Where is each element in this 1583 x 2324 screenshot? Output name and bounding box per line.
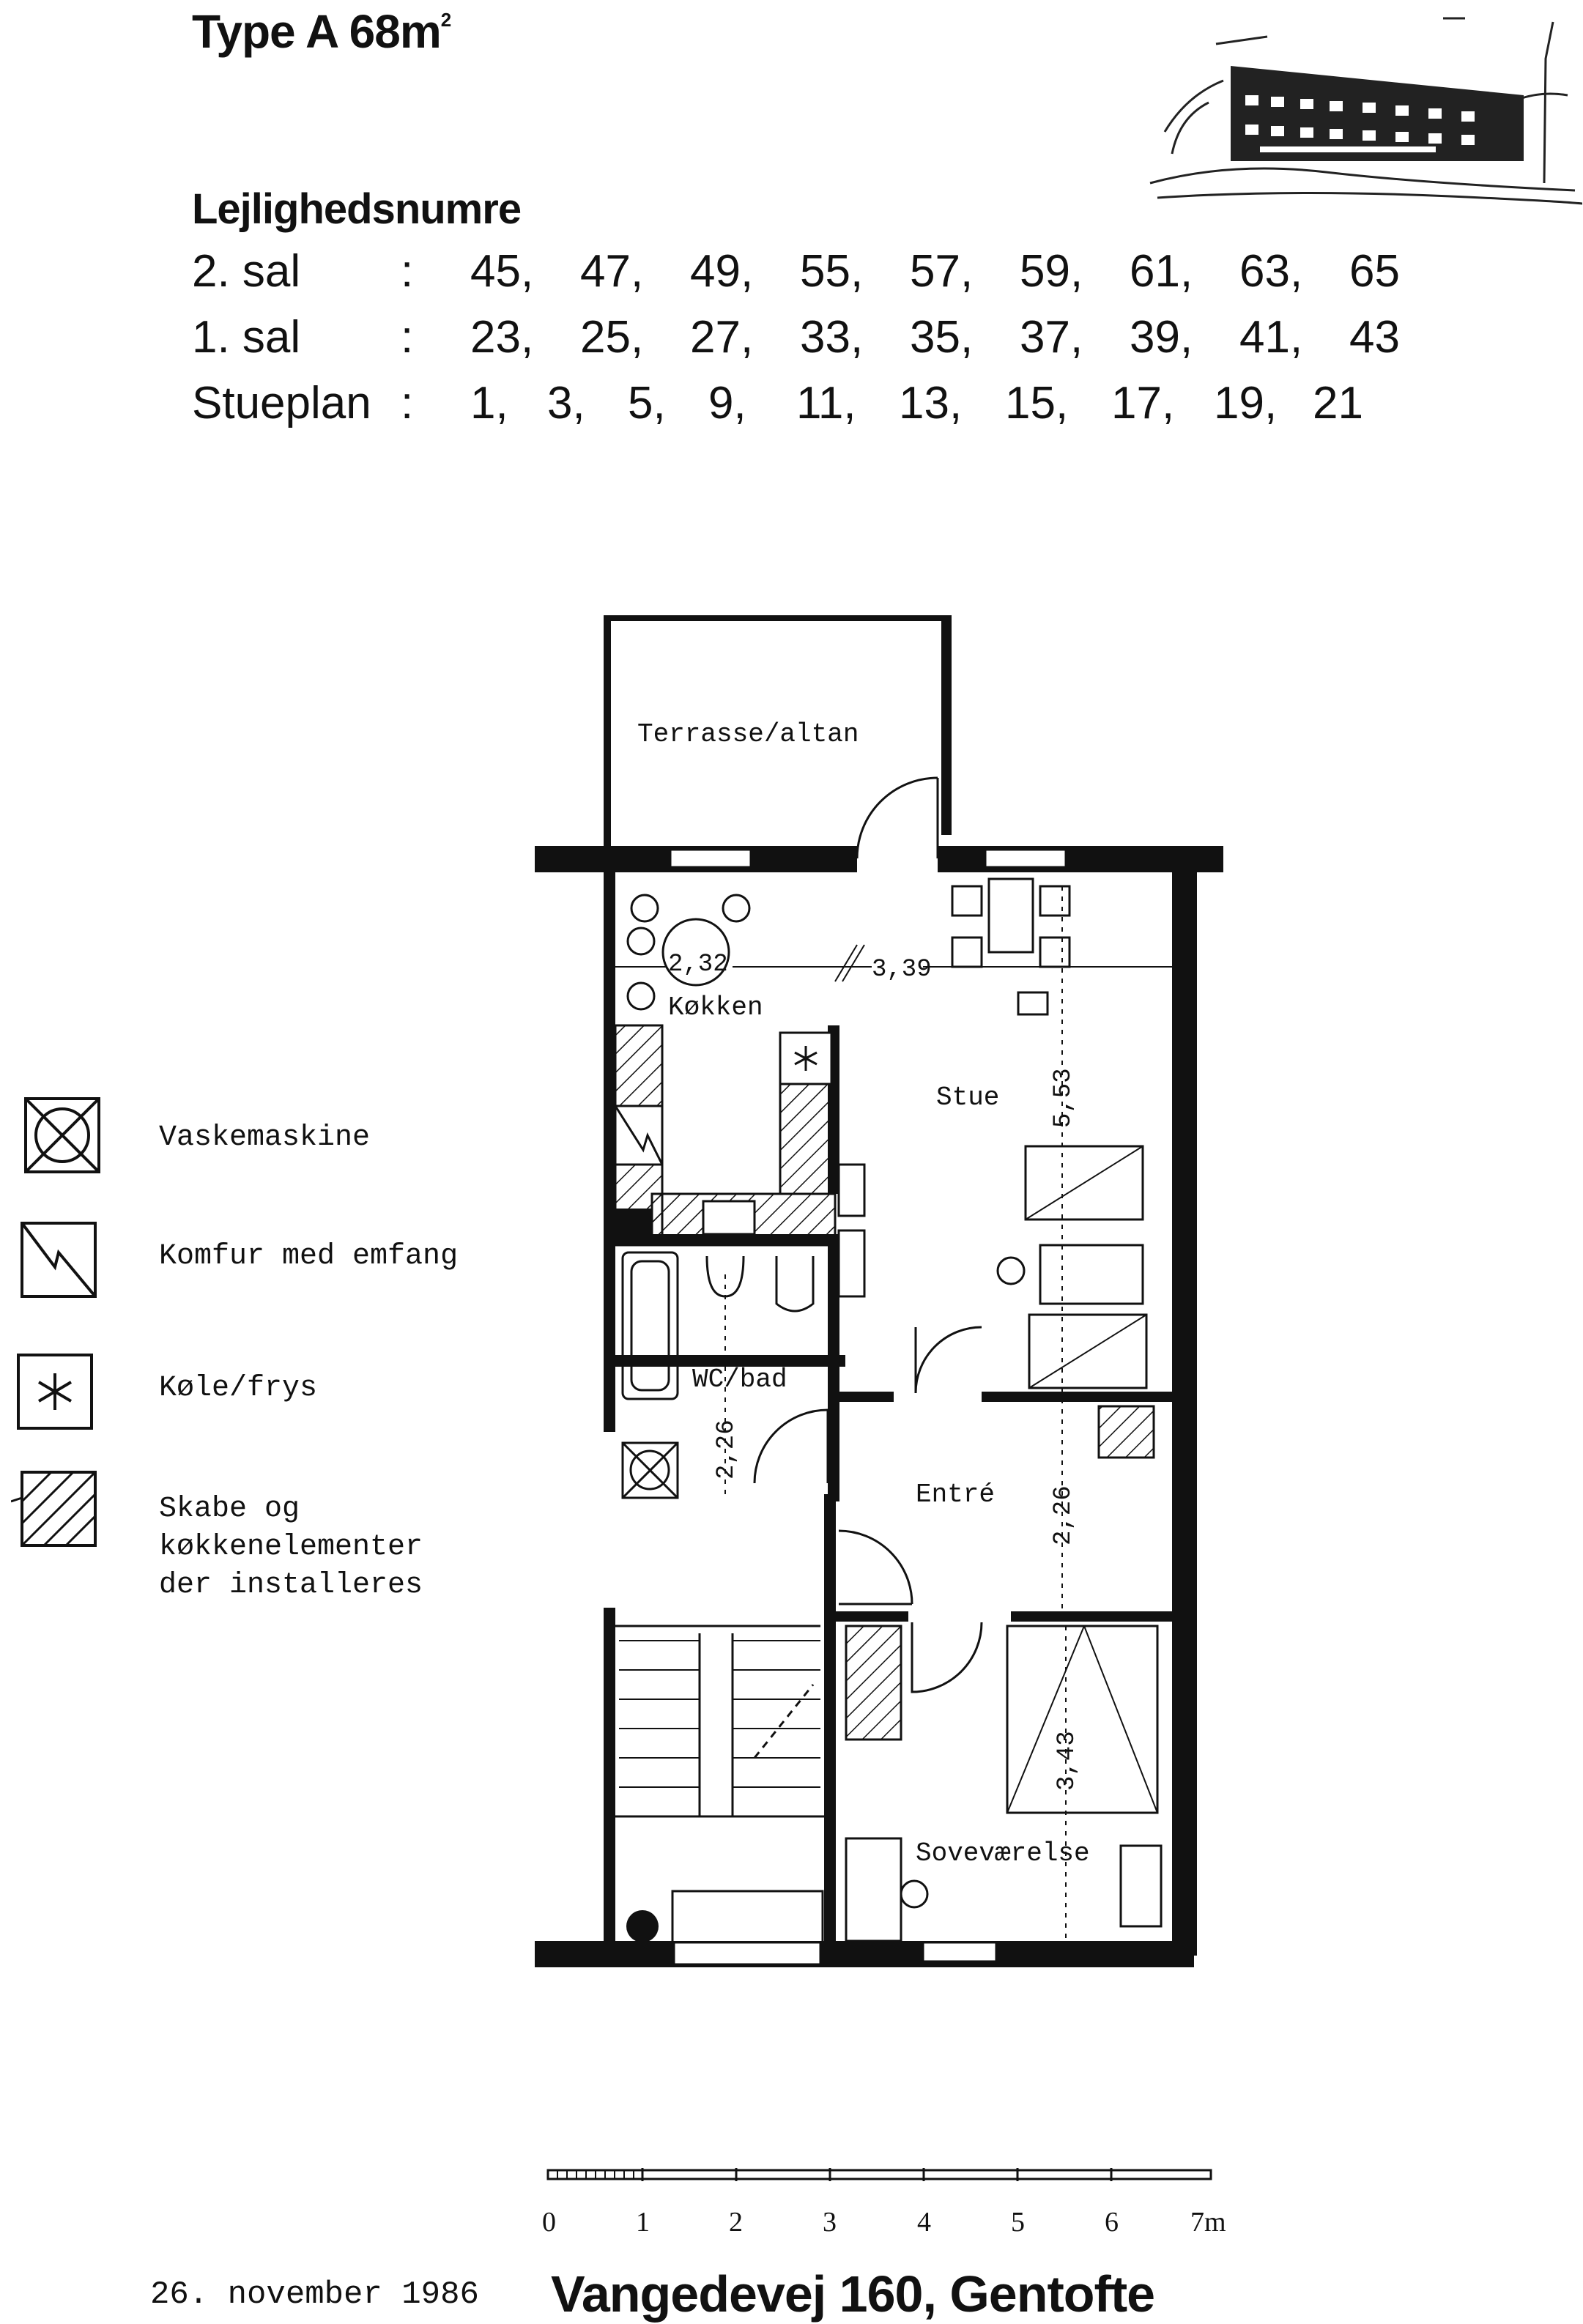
plan-title-text: Type A 68m xyxy=(192,5,442,58)
dimension-bath-depth: 2,26 xyxy=(713,1419,741,1480)
legend-label-cabinets: Skabe og køkkenelementer der installeres xyxy=(159,1493,423,1602)
apartment-number: 59, xyxy=(1020,246,1083,297)
sofa xyxy=(1024,1145,1144,1221)
bedroom: Soveværelse 3,43 xyxy=(845,1622,1163,1942)
terrace-door-swing xyxy=(856,776,938,859)
room-label-living: Stue xyxy=(936,1083,999,1113)
apartment-number: 43 xyxy=(1349,312,1400,363)
address: Vangedevej 160, Gentofte xyxy=(551,2265,1155,2323)
apartment-number: 1, xyxy=(470,378,508,428)
terrace: Terrasse/altan xyxy=(604,615,952,859)
bathroom: WC/bad 2,26 xyxy=(621,1251,829,1499)
room-label-terrace: Terrasse/altan xyxy=(637,719,859,749)
scale-label: 0 xyxy=(542,2207,556,2238)
chimney-shaft xyxy=(626,1910,659,1942)
apartment-number: 9, xyxy=(708,378,746,428)
apartment-number: 3, xyxy=(547,378,585,428)
legend-label-stove: Komfur med emfang xyxy=(159,1240,459,1273)
dimension-living-width: 3,39 xyxy=(872,956,932,984)
apartment-number: 23, xyxy=(470,312,534,363)
floor-row-1-sal: 1. sal : 23, 25, 27, 33, 35, 37, 39, 41,… xyxy=(192,311,1437,370)
apartment-number: 25, xyxy=(580,312,644,363)
floor-colon: : xyxy=(401,378,414,428)
apartment-number: 5, xyxy=(628,378,666,428)
scale-label: 4 xyxy=(917,2207,931,2238)
scale-label: 6 xyxy=(1105,2207,1119,2238)
apartment-number: 55, xyxy=(800,246,864,297)
legend-label-fridge: Køle/frys xyxy=(159,1372,318,1405)
building-sketch-image xyxy=(1149,17,1582,205)
apartment-number: 13, xyxy=(899,378,963,428)
living-room: Stue 5,53 xyxy=(837,877,1148,1611)
room-label-kitchen: Køkken xyxy=(668,992,763,1022)
scale-label: 7m xyxy=(1190,2207,1226,2238)
bathtub xyxy=(621,1251,679,1400)
dimension-living-depth: 5,53 xyxy=(1050,1068,1078,1128)
apartment-number: 35, xyxy=(910,312,974,363)
dimension-kitchen-width: 2,32 xyxy=(668,951,728,979)
room-label-bath: WC/bad xyxy=(692,1365,787,1395)
floor-colon: : xyxy=(401,312,414,363)
cabinet-hatch-icon xyxy=(11,1471,97,1547)
apartment-number: 41, xyxy=(1239,312,1303,363)
apartment-number: 15, xyxy=(1005,378,1069,428)
stairwell xyxy=(615,1625,824,1944)
apartment-number: 45, xyxy=(470,246,534,297)
plan-title: Type A 68m2 xyxy=(192,4,451,59)
apartment-number: 65 xyxy=(1349,246,1400,297)
scale-label: 3 xyxy=(823,2207,837,2238)
stove-hood-icon xyxy=(21,1222,97,1298)
apartment-number: 47, xyxy=(580,246,644,297)
room-label-bedroom: Soveværelse xyxy=(916,1838,1090,1868)
apartments-heading: Lejlighedsnumre xyxy=(192,185,522,233)
apartment-number: 61, xyxy=(1130,246,1193,297)
floor-label: 1. sal xyxy=(192,312,301,363)
entry: Entré 2,26 xyxy=(838,1405,1155,1605)
washing-machine-icon xyxy=(24,1097,100,1173)
armchair xyxy=(1028,1313,1148,1389)
floor-colon: : xyxy=(401,246,414,297)
apartment-number: 19, xyxy=(1214,378,1278,428)
double-bed xyxy=(1006,1625,1159,1814)
apartment-number: 37, xyxy=(1020,312,1083,363)
apartment-number: 11, xyxy=(796,378,856,428)
apartment-number: 17, xyxy=(1111,378,1175,428)
plan-date: 26. november 1986 xyxy=(150,2276,479,2313)
sink-icon xyxy=(702,1200,756,1236)
floor-row-2-sal: 2. sal : 45, 47, 49, 55, 57, 59, 61, 63,… xyxy=(192,245,1437,304)
interior-walls xyxy=(615,1025,1179,1959)
floor-label: Stueplan xyxy=(192,378,371,428)
apartment-number: 49, xyxy=(690,246,754,297)
floor-plan: Terrasse/altan xyxy=(535,615,1223,1967)
plan-title-superscript: 2 xyxy=(440,9,452,31)
scale-label: 5 xyxy=(1011,2207,1025,2238)
fridge-freezer-icon xyxy=(17,1354,93,1430)
dining-table xyxy=(987,877,1034,954)
apartment-number: 27, xyxy=(690,312,754,363)
kitchen: Køkken 2,32 xyxy=(614,894,837,1247)
washbasin xyxy=(775,1256,815,1313)
stove-icon xyxy=(614,1105,664,1166)
dimension-bedroom-depth: 3,43 xyxy=(1053,1731,1081,1791)
floor-label: 2. sal xyxy=(192,246,301,297)
room-label-entry: Entré xyxy=(916,1480,995,1510)
apartment-number: 63, xyxy=(1239,246,1303,297)
apartment-number: 33, xyxy=(800,312,864,363)
dimension-entry-depth: 2,26 xyxy=(1050,1485,1078,1545)
legend-label-washing-machine: Vaskemaskine xyxy=(159,1121,371,1154)
scale-label: 1 xyxy=(636,2207,650,2238)
apartment-number: 21 xyxy=(1313,378,1363,428)
windows xyxy=(669,848,1067,1966)
scale-label: 2 xyxy=(729,2207,743,2238)
scale-bar xyxy=(546,2168,1212,2181)
apartment-number: 39, xyxy=(1130,312,1193,363)
apartment-number: 57, xyxy=(910,246,974,297)
floor-row-stueplan: Stueplan : 1, 3, 5, 9, 11, 13, 15, 17, 1… xyxy=(192,377,1437,436)
